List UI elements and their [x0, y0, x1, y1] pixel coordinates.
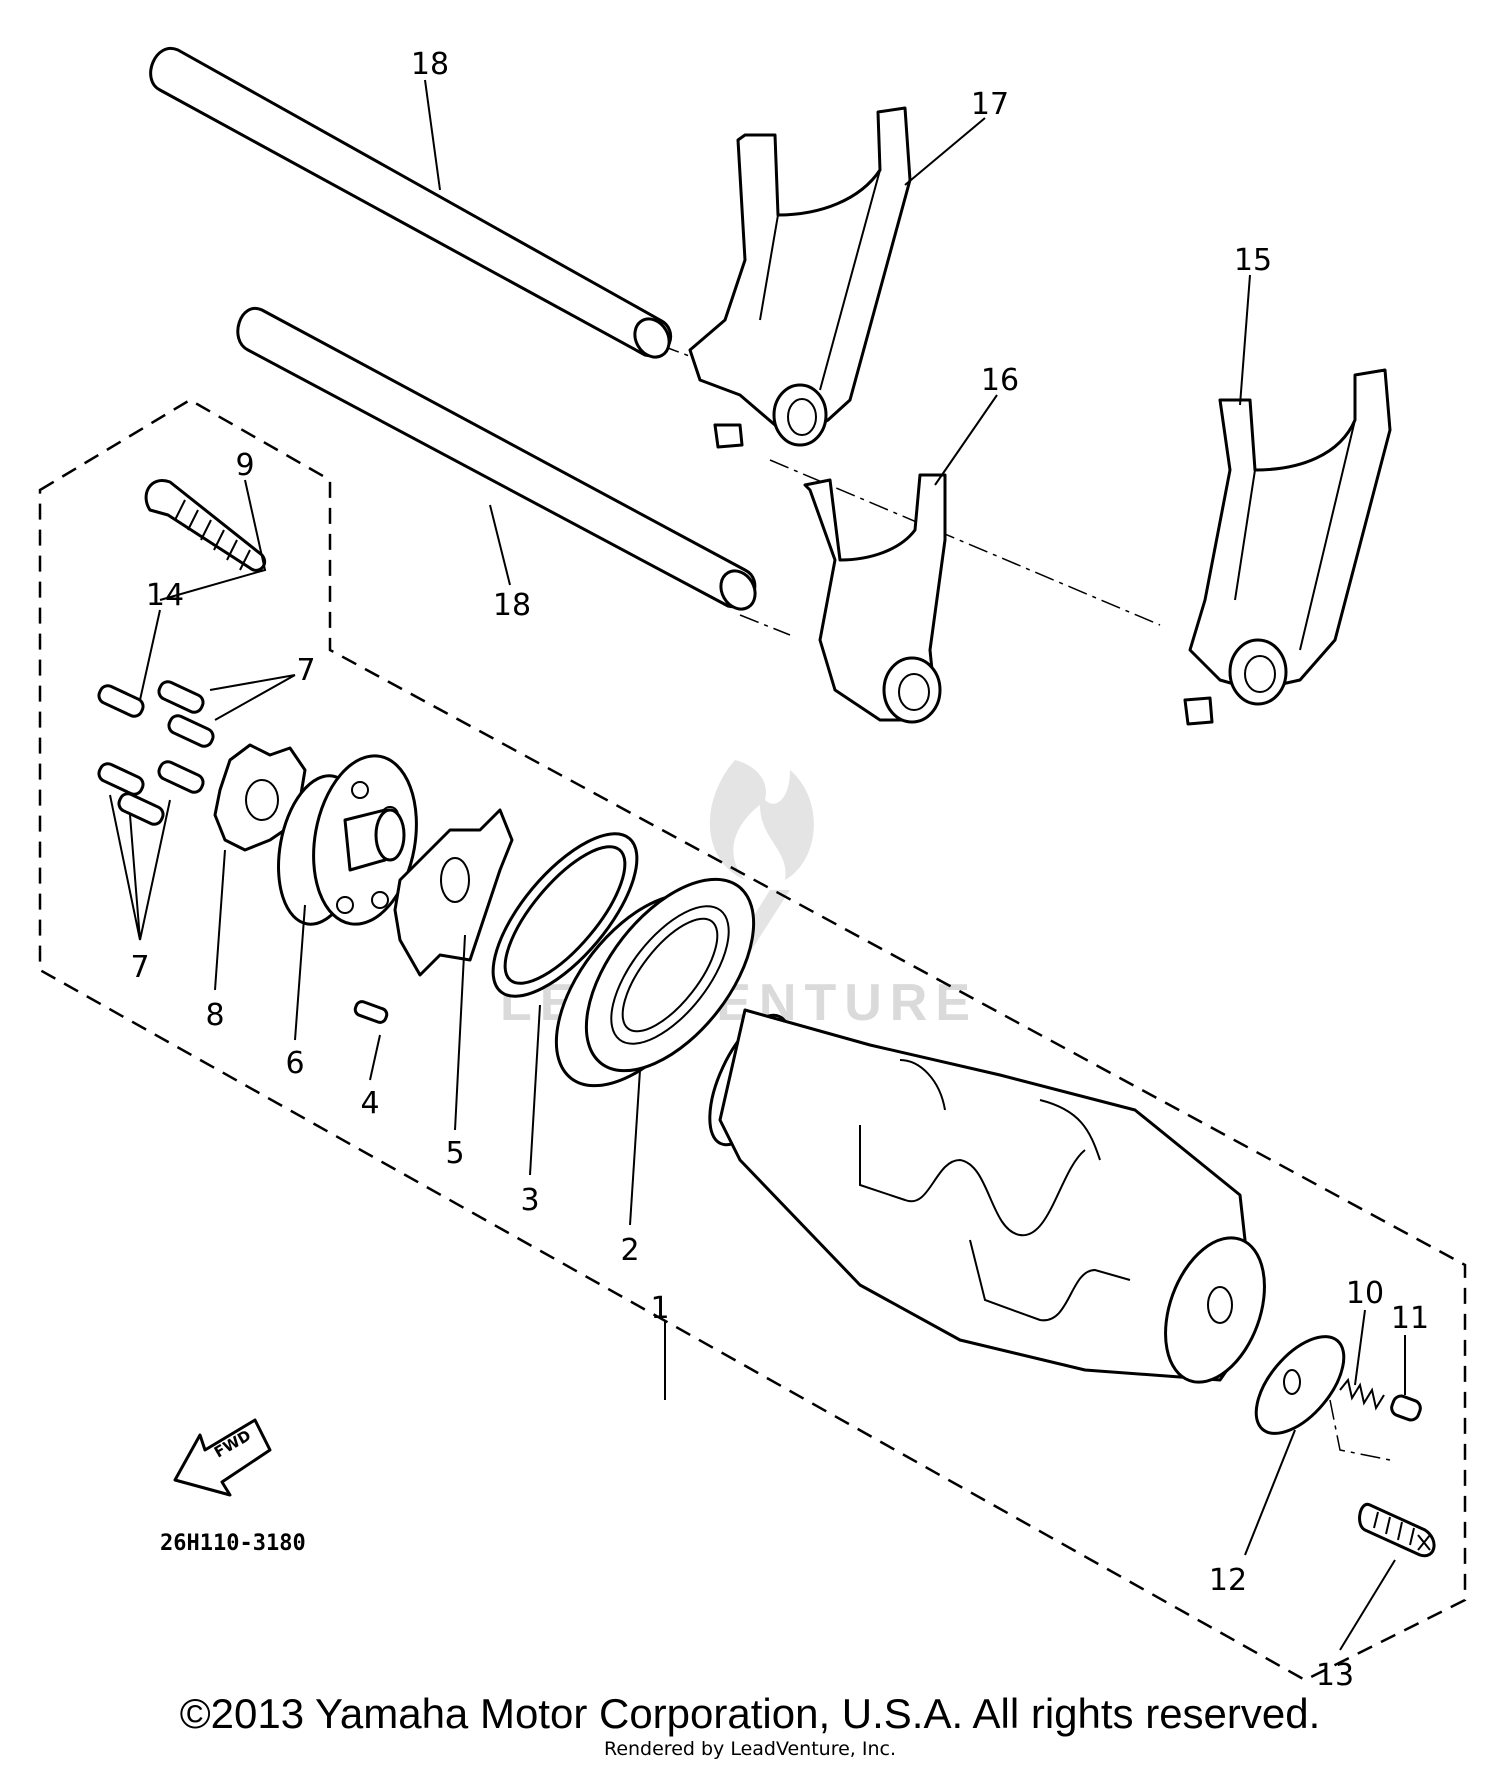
leader-lines: [109, 79, 1406, 1651]
callout-14: 14: [146, 578, 184, 613]
circlip-3: [491, 832, 639, 998]
fwd-arrow-icon: FWD: [173, 1418, 272, 1497]
shift-drum-1: [708, 1008, 1266, 1384]
shift-fork-17: [688, 106, 912, 449]
callout-8: 8: [205, 998, 224, 1033]
callout-4: 4: [360, 1086, 379, 1121]
callout-6: 6: [285, 1046, 304, 1081]
shift-fork-guide-bar-lower: [236, 306, 757, 611]
screw-13: [1358, 1502, 1436, 1558]
callout-17: 17: [971, 87, 1009, 122]
shaft-centerline: [739, 614, 791, 636]
pin-14: [97, 684, 145, 718]
callout-15: 15: [1234, 243, 1272, 278]
callout-2: 2: [620, 1233, 639, 1268]
plate-12: [1254, 1335, 1346, 1435]
callout-13: 13: [1316, 1658, 1354, 1693]
pin-7-a: [157, 680, 205, 714]
callout-16: 16: [981, 363, 1019, 398]
bearing-2: [554, 877, 756, 1088]
drum-centerline: [1329, 1399, 1391, 1461]
diagram-code: 26H110-3180: [160, 1531, 306, 1556]
callout-5: 5: [445, 1136, 464, 1171]
callout-18-lower: 18: [493, 588, 531, 623]
shift-fork-15: [1183, 368, 1392, 726]
shift-fork-guide-bar-upper: [149, 46, 673, 359]
stopper-plate-5: [393, 808, 514, 977]
callout-9: 9: [235, 448, 254, 483]
callout-12: 12: [1209, 1563, 1247, 1598]
shift-fork-16: [803, 473, 947, 724]
pin-7-b: [167, 714, 215, 748]
screw-9: [144, 479, 267, 572]
callout-11: 11: [1391, 1301, 1429, 1336]
callout-7-lower: 7: [130, 950, 149, 985]
callout-1: 1: [650, 1291, 669, 1326]
callout-7-upper: 7: [296, 653, 315, 688]
callout-3: 3: [520, 1183, 539, 1218]
dowel-pin-4: [353, 1000, 389, 1024]
pin-7-d: [117, 792, 165, 826]
pin-7-e: [157, 760, 205, 794]
spring-10: [1339, 1377, 1385, 1411]
pin-11: [1390, 1394, 1422, 1422]
shift-cam-6: [277, 754, 418, 926]
assembly-boundary: [38, 398, 1467, 1682]
pin-7-c: [97, 762, 145, 796]
rendered-by-notice: Rendered by LeadVenture, Inc.: [603, 1738, 897, 1760]
callout-18-upper: 18: [411, 47, 449, 82]
copyright-notice: ©2013 Yamaha Motor Corporation, U.S.A. A…: [179, 1690, 1321, 1737]
callout-10: 10: [1346, 1276, 1384, 1311]
